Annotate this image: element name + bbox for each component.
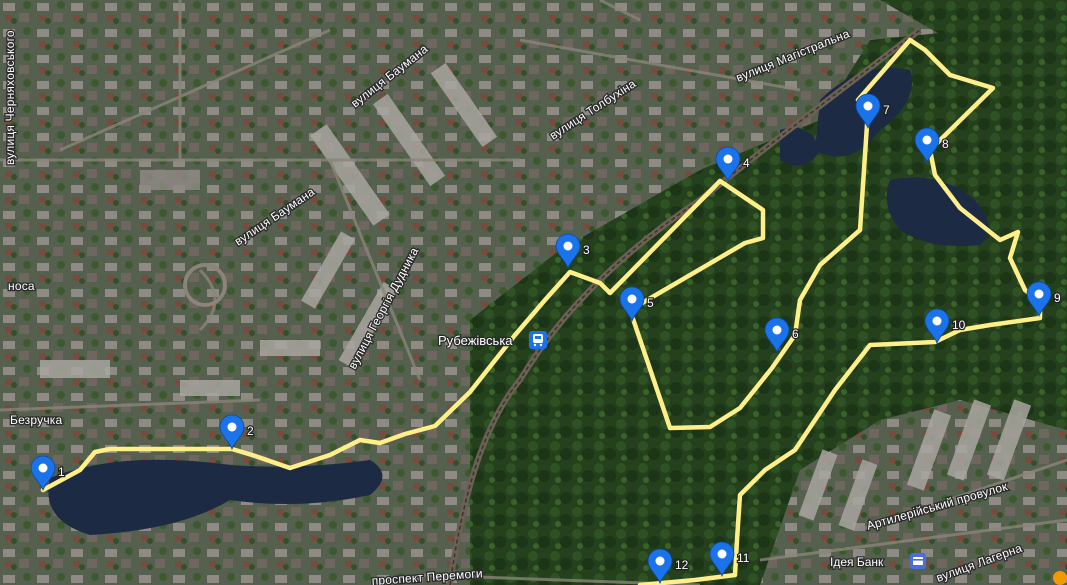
route-marker-3[interactable]: 3 (555, 233, 591, 270)
poi-name: Ідея Банк (830, 555, 884, 569)
route-marker-12[interactable]: 12 (647, 548, 690, 585)
route-marker-6[interactable]: 6 (764, 317, 800, 354)
forest-area-east (880, 0, 1067, 60)
route-marker-1[interactable]: 1 (30, 455, 66, 492)
route-marker-label: 3 (583, 243, 590, 257)
map-pin-icon (855, 93, 881, 130)
route-line (40, 37, 1043, 585)
route-marker-label: 4 (743, 156, 750, 170)
map-pin-dot (723, 154, 733, 164)
roundabout (183, 263, 227, 307)
street-label-cherniakhivskoho: вулиця Черняховського (3, 30, 17, 165)
route-marker-5[interactable]: 5 (619, 286, 655, 323)
map-pin-icon (219, 414, 245, 451)
street-label-bezruchka: Безручка (10, 413, 62, 427)
route-marker-label: 2 (247, 424, 254, 438)
train-station-icon (529, 331, 547, 349)
map-pin-icon (764, 317, 790, 354)
route-marker-10[interactable]: 10 (924, 308, 967, 345)
map-pin-dot (1034, 289, 1044, 299)
route-marker-label: 7 (883, 103, 890, 117)
poi-marker-icon (1053, 571, 1067, 585)
map-pin-icon (619, 286, 645, 323)
map-pin-dot (772, 325, 782, 335)
map-pin-dot (655, 556, 665, 566)
map-pin-dot (922, 135, 932, 145)
route-marker-8[interactable]: 8 (914, 127, 950, 164)
map-pin-icon (1026, 281, 1052, 318)
route-marker-label: 12 (675, 558, 689, 572)
map-pin-icon (709, 541, 735, 578)
route-marker-4[interactable]: 4 (715, 146, 751, 183)
bank-poi[interactable]: Ідея Банк (829, 553, 926, 570)
map-pin-dot (627, 294, 637, 304)
map-pin-icon (914, 127, 940, 164)
route-marker-label: 10 (952, 318, 966, 332)
map-pin-dot (227, 422, 237, 432)
route-marker-label: 1 (58, 465, 65, 479)
route-marker-2[interactable]: 2 (219, 414, 255, 451)
map-pin-icon (715, 146, 741, 183)
map-pin-icon (647, 548, 673, 585)
station-name: Рубежівська (438, 333, 513, 348)
route-marker-label: 5 (647, 296, 654, 310)
forest-area (470, 20, 1067, 585)
map-pin-dot (38, 463, 48, 473)
route-marker-7[interactable]: 7 (855, 93, 891, 130)
map-pin-icon (924, 308, 950, 345)
route-marker-label: 8 (942, 137, 949, 151)
route-marker-label: 11 (737, 551, 750, 565)
apartment-blocks (40, 62, 1032, 531)
map-pin-icon (30, 455, 56, 492)
lake-southwest (48, 459, 383, 535)
route-marker-11[interactable]: 11 (709, 541, 751, 578)
street-label-nosa: носа (8, 279, 35, 293)
map-pin-dot (932, 316, 942, 326)
bank-icon (910, 553, 926, 569)
map-pin-dot (717, 549, 727, 559)
map-pin-icon (555, 233, 581, 270)
map-pin-dot (863, 101, 873, 111)
lake-pond (780, 127, 820, 166)
lake-center (886, 177, 989, 246)
route-marker-label: 9 (1054, 291, 1061, 305)
route-marker-label: 6 (792, 327, 799, 341)
station-label[interactable]: Рубежівська (437, 331, 547, 349)
map-pin-dot (563, 241, 573, 251)
route-marker-9[interactable]: 9 (1026, 281, 1062, 318)
